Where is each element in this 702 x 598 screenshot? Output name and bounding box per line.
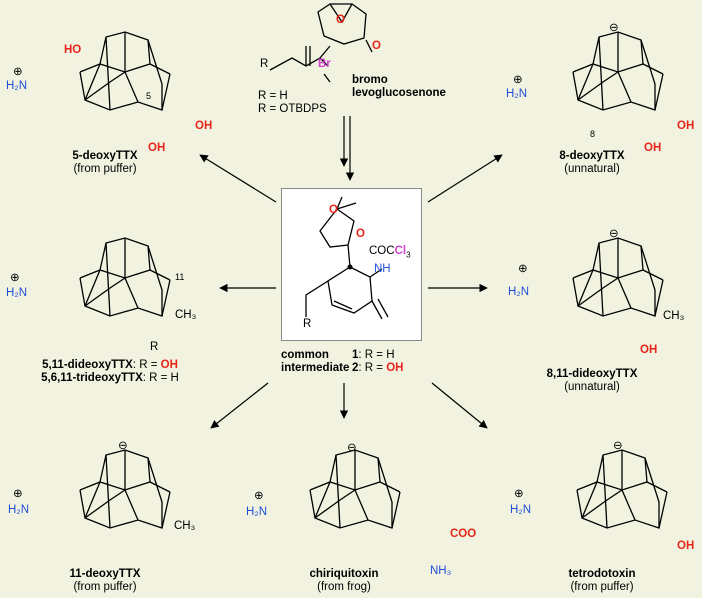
structure-8-11-dideoxyttx [572, 237, 664, 317]
oh-5deoxy: OH [148, 142, 166, 154]
structure-11-deoxyttx [79, 449, 171, 529]
ho-5deoxy: HO [64, 44, 82, 56]
cocl3-group: COCCl3 [369, 245, 411, 260]
nh3-chiri: NH₃ [430, 565, 452, 577]
label-8-deoxyttx: 8-deoxyTTX(unnatural) [559, 150, 625, 175]
nh-label: NH [374, 263, 391, 275]
reaction-arrows [199, 116, 503, 429]
structure-5-deoxyttx [79, 31, 171, 111]
minus-11: ⊖ [118, 440, 128, 452]
label-11-deoxyttx: 11-deoxyTTX(from puffer) [69, 568, 141, 593]
h2n-5deoxy: H₂N [6, 80, 28, 92]
structure-bromo-levoglucosenone [269, 3, 373, 83]
minus-ttx: ⊖ [613, 440, 623, 452]
structure-5-11-dideoxyttx [79, 237, 171, 317]
guanidinium-plus-8deoxy: ⊕ [513, 74, 523, 86]
guanidinium-plus-chiri: ⊕ [254, 490, 264, 502]
structure-8-deoxyttx [572, 31, 664, 111]
common-intermediate-box: COCCl3 NH O O R [281, 188, 422, 341]
o-atom-2: O [356, 228, 365, 240]
minus-811: ⊖ [609, 228, 619, 240]
r-511: R [150, 341, 159, 353]
compound-1-label: 1: R = H [352, 349, 395, 361]
coo-chiri: COO [450, 528, 477, 540]
oh-811: OH [640, 344, 658, 356]
oh2-8deoxy: OH [677, 120, 695, 132]
r-label: R [303, 318, 312, 330]
h2n-ttx: H₂N [510, 504, 532, 516]
structure-chiriquitoxin [309, 449, 401, 529]
h2n-chiri: H₂N [246, 506, 268, 518]
arrow-to-11-deoxyttx [210, 382, 269, 429]
start-ketone-o-label: O [372, 40, 381, 52]
minus-chiri: ⊖ [347, 442, 357, 454]
label-chiriquitoxin: chiriquitoxin(from frog) [309, 568, 379, 593]
o-atom-1: O [329, 204, 338, 216]
start-r-otbdps: R = OTBDPS [258, 103, 327, 115]
guanidinium-plus-511: ⊕ [10, 272, 20, 284]
guanidinium-plus-5deoxy: ⊕ [13, 66, 23, 78]
start-r-label: R [260, 58, 269, 70]
label-tetrodotoxin: tetrodotoxin(from puffer) [568, 568, 636, 593]
start-r-h: R = H [258, 90, 288, 102]
arrow-to-8-deoxyttx [427, 154, 503, 203]
label-5-11-dideoxyttx: 5,11-dideoxyTTX: R = OH 5,6,11-trideoxyT… [41, 359, 179, 384]
arrow-to-tetrodotoxin [431, 382, 488, 429]
h2n-8deoxy: H₂N [506, 88, 528, 100]
h2n-511: H₂N [6, 287, 28, 299]
compound-2-label: 2: R = OH [352, 362, 404, 374]
structure-tetrodotoxin [576, 449, 668, 529]
guanidinium-plus-ttx: ⊕ [514, 488, 524, 500]
num11-511: 11 [175, 272, 185, 282]
arrow-to-5-deoxyttx [199, 154, 277, 203]
oh2-5deoxy: OH [195, 120, 213, 132]
h2n-811: H₂N [508, 286, 530, 298]
ch3-811: CH₃ [663, 310, 685, 322]
br-label: Br [318, 58, 331, 70]
minus-8deoxy: ⊖ [609, 22, 619, 34]
ch3-11: CH₃ [174, 520, 196, 532]
guanidinium-plus-811: ⊕ [518, 263, 528, 275]
start-o-label: O [336, 14, 345, 26]
ch3-511: CH₃ [175, 309, 197, 321]
guanidinium-plus-11: ⊕ [13, 488, 23, 500]
label-8-11-dideoxyttx: 8,11-dideoxyTTX(unnatural) [546, 368, 638, 393]
oh-8deoxy: OH [644, 142, 662, 154]
num8-8deoxy: 8 [590, 129, 596, 139]
h2n-11: H₂N [8, 504, 30, 516]
label-5-deoxyttx: 5-deoxyTTX(from puffer) [72, 150, 138, 175]
structure-common-intermediate [305, 196, 389, 320]
num5-5deoxy: 5 [146, 91, 152, 101]
oh-ttx: OH [677, 540, 695, 552]
